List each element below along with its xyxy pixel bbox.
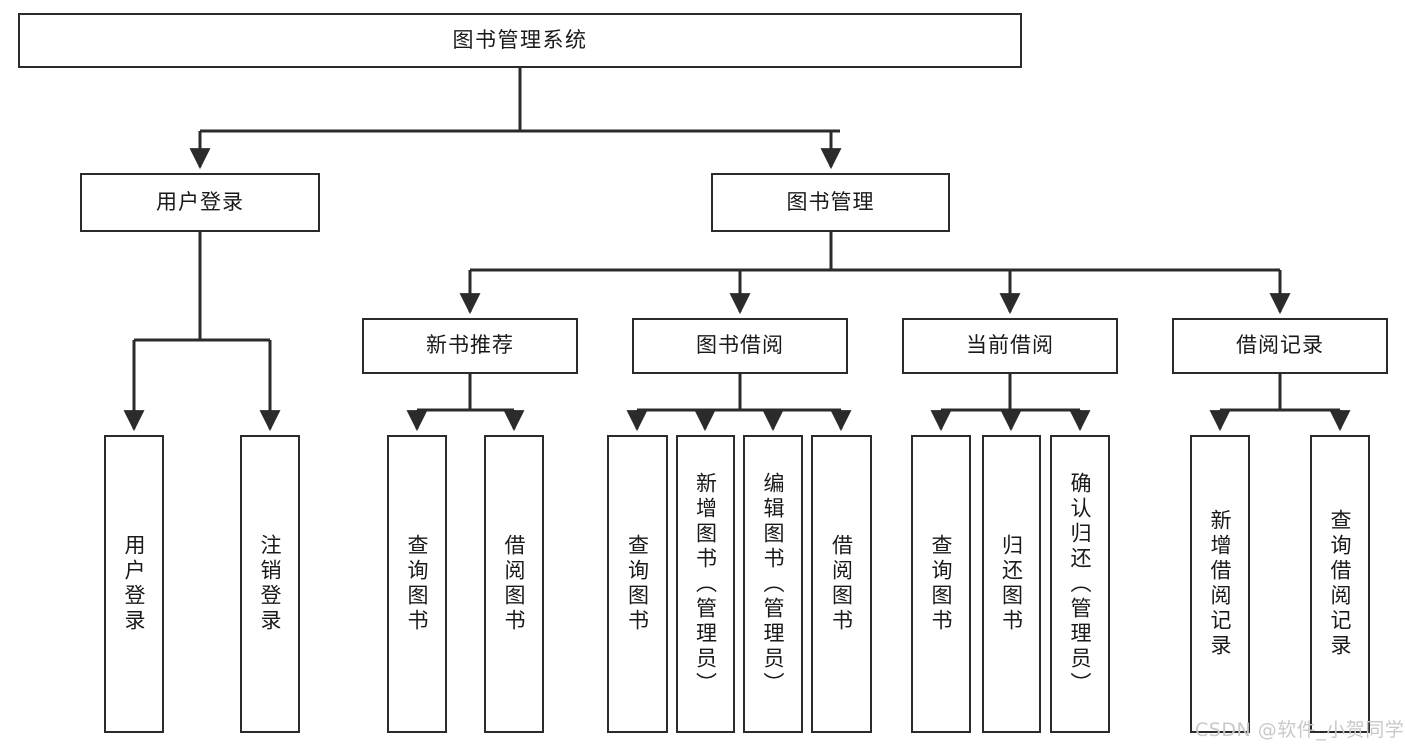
node-leaf-query-book-newbook[interactable]: 查询图书 [387, 435, 447, 733]
node-leaf-add-book-admin[interactable]: 新增图书（管理员） [676, 435, 735, 733]
node-leaf-borrow-book[interactable]: 借阅图书 [811, 435, 872, 733]
node-level3-new-book-recommend[interactable]: 新书推荐 [362, 318, 578, 374]
node-leaf-borrow-book-newbook[interactable]: 借阅图书 [484, 435, 544, 733]
node-level2-book-management[interactable]: 图书管理 [711, 173, 950, 232]
node-leaf-query-book-current[interactable]: 查询图书 [911, 435, 971, 733]
node-level3-book-borrow[interactable]: 图书借阅 [632, 318, 848, 374]
node-leaf-user-login[interactable]: 用户登录 [104, 435, 164, 733]
node-level3-borrow-record[interactable]: 借阅记录 [1172, 318, 1388, 374]
node-leaf-return-book[interactable]: 归还图书 [982, 435, 1041, 733]
node-leaf-query-book-borrow[interactable]: 查询图书 [607, 435, 668, 733]
watermark: CSDN @软件_小贺同学 [1195, 719, 1405, 741]
node-root[interactable]: 图书管理系统 [18, 13, 1022, 68]
node-leaf-logout[interactable]: 注销登录 [240, 435, 300, 733]
node-level3-current-borrow[interactable]: 当前借阅 [902, 318, 1118, 374]
node-leaf-add-borrow-record[interactable]: 新增借阅记录 [1190, 435, 1250, 733]
node-leaf-confirm-return-admin[interactable]: 确认归还（管理员） [1050, 435, 1110, 733]
node-level2-user-login[interactable]: 用户登录 [80, 173, 320, 232]
node-leaf-query-borrow-record[interactable]: 查询借阅记录 [1310, 435, 1370, 733]
node-leaf-edit-book-admin[interactable]: 编辑图书（管理员） [743, 435, 803, 733]
